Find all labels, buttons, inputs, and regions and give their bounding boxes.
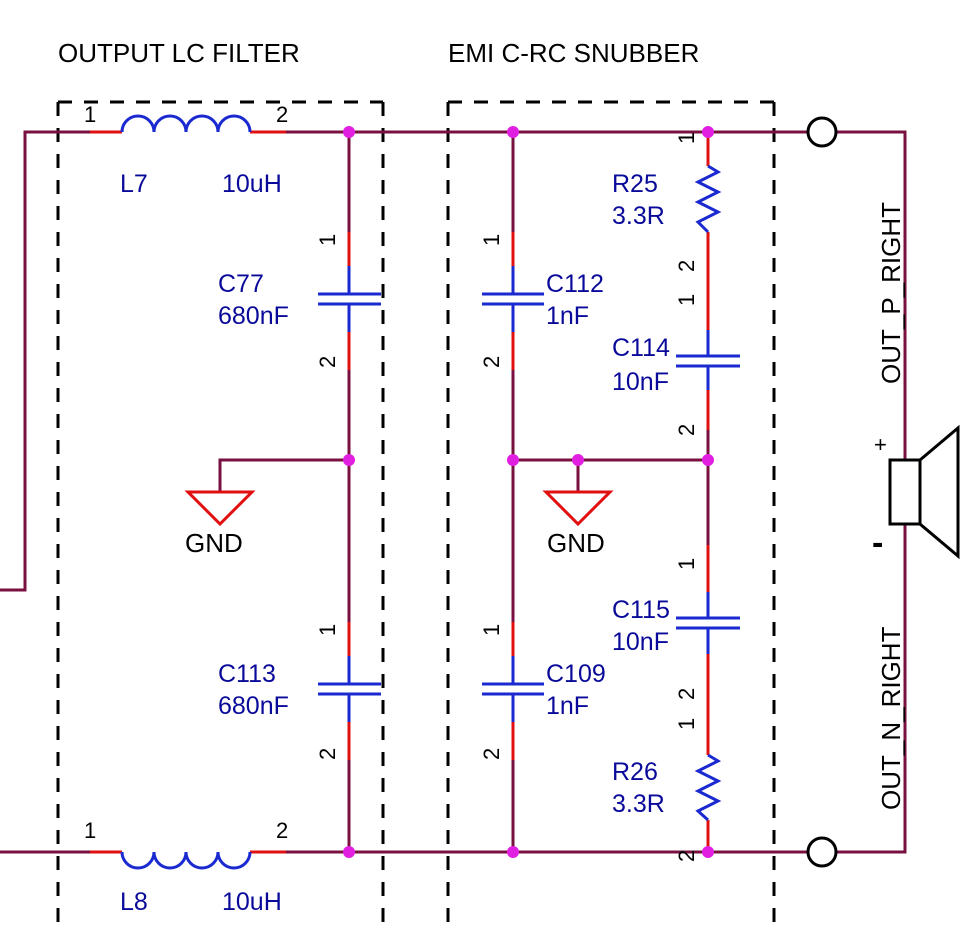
c77-value: 680nF [218, 302, 289, 330]
c112-value: 1nF [546, 302, 589, 330]
c77-pin1: 1 [315, 234, 340, 246]
lc-filter-box [56, 100, 385, 933]
c113-ref: C113 [218, 660, 276, 688]
c115-ref: C115 [612, 596, 670, 624]
c112-pin1: 1 [479, 234, 504, 246]
c115-pin1: 1 [674, 558, 699, 570]
c115-value: 10nF [612, 628, 669, 656]
c114-value: 10nF [612, 368, 669, 396]
snubber-title: EMI C-RC SNUBBER [448, 38, 699, 68]
r25-pin2: 2 [674, 260, 699, 272]
speaker-minus-label: - [872, 524, 883, 562]
c113-pin2: 2 [315, 748, 340, 760]
c114-ref: C114 [612, 334, 670, 362]
capacitor-c115: 1 2 C115 10nF [612, 460, 740, 700]
l8-pin2: 2 [276, 818, 288, 843]
c112-ref: C112 [546, 270, 604, 298]
capacitor-c114: 1 2 C114 10nF [612, 260, 740, 460]
resistor-r26: 1 2 R26 3.3R [612, 700, 722, 862]
c113-pin1: 1 [315, 624, 340, 636]
resistor-r25: 1 2 R25 3.3R [612, 132, 722, 272]
lc-filter-title: OUTPUT LC FILTER [58, 38, 300, 68]
c114-pin1: 1 [674, 294, 699, 306]
gnd1-label: GND [185, 528, 243, 558]
r26-pin2: 2 [674, 850, 699, 862]
c77-pin2: 2 [315, 356, 340, 368]
l7-value: 10uH [222, 170, 282, 198]
c112-pin2: 2 [479, 356, 504, 368]
c113-value: 680nF [218, 692, 289, 720]
wires [0, 130, 907, 854]
l7-pin2: 2 [276, 102, 288, 127]
r26-pin1: 1 [674, 718, 699, 730]
r26-value: 3.3R [612, 790, 665, 818]
speaker-icon: + - [872, 424, 960, 562]
l8-value: 10uH [222, 888, 282, 916]
terminal-out-p [806, 116, 838, 148]
capacitor-c109: 1 2 C109 1nF [479, 622, 606, 760]
snubber-box [446, 100, 776, 933]
r26-ref: R26 [612, 758, 658, 786]
l7-ref: L7 [120, 170, 148, 198]
net-out-p-label: OUT_P_RIGHT [876, 202, 906, 384]
c109-ref: C109 [546, 660, 606, 688]
ground-symbol-2: GND [542, 490, 614, 558]
inductor-l8: 1 2 L8 10uH [84, 818, 288, 916]
l7-pin1: 1 [84, 102, 96, 127]
inductor-l7: 1 2 L7 10uH [84, 102, 288, 198]
l8-pin1: 1 [84, 818, 96, 843]
capacitor-c113: 1 2 C113 680nF [218, 622, 381, 760]
gnd2-label: GND [547, 528, 605, 558]
junction-dots [343, 126, 714, 858]
c109-value: 1nF [546, 692, 589, 720]
c109-pin1: 1 [479, 624, 504, 636]
c77-ref: C77 [218, 270, 264, 298]
r25-value: 3.3R [612, 202, 665, 230]
terminal-out-n [806, 836, 838, 868]
capacitor-c77: 1 2 C77 680nF [218, 232, 381, 370]
r25-pin1: 1 [674, 132, 699, 144]
capacitor-c112: 1 2 C112 1nF [479, 232, 604, 370]
c109-pin2: 2 [479, 748, 504, 760]
l8-ref: L8 [120, 888, 148, 916]
c115-pin2: 2 [674, 688, 699, 700]
c114-pin2: 2 [674, 424, 699, 436]
r25-ref: R25 [612, 170, 658, 198]
net-out-n-label: OUT_N_RIGHT [876, 626, 906, 810]
ground-symbol-1: GND [184, 490, 256, 558]
speaker-plus-label: + [874, 432, 887, 457]
